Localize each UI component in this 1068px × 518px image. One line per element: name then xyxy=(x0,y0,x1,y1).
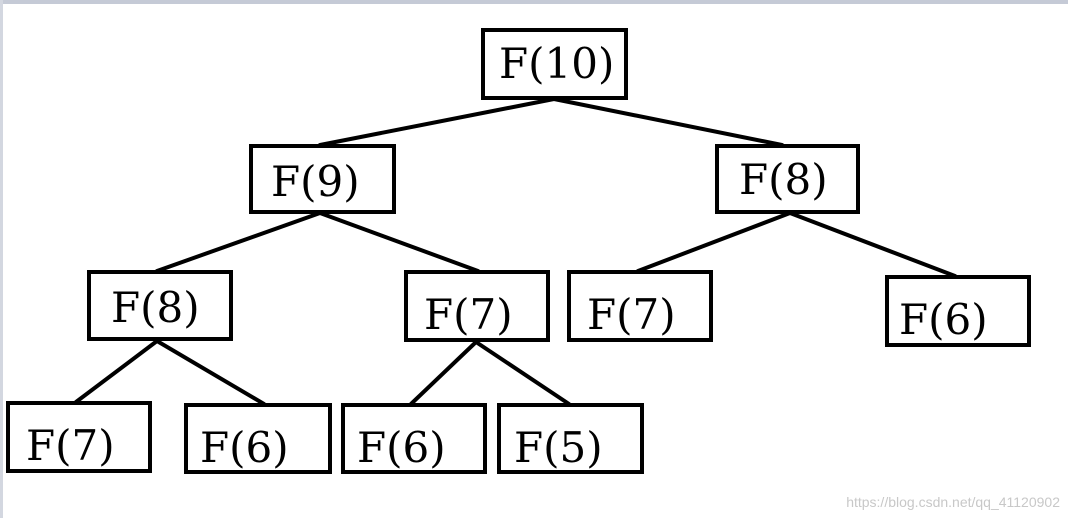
edge-f8b-f7c xyxy=(74,339,159,404)
edge-f7a-f6c xyxy=(409,340,478,406)
node-f5-bottom-label: F(5) xyxy=(514,423,603,472)
edge-f8a-f6a xyxy=(788,211,957,278)
node-f10-label: F(10) xyxy=(499,39,615,88)
node-f8-right: F(8) xyxy=(715,144,860,214)
node-f9-label: F(9) xyxy=(271,157,360,206)
node-f7-mid-label: F(7) xyxy=(424,290,513,339)
node-f7-right-label: F(7) xyxy=(587,290,676,339)
watermark-url: https://blog.csdn.net/qq_41120902 xyxy=(846,494,1060,510)
node-f6-bottom-1-label: F(6) xyxy=(200,423,289,472)
node-f5-bottom: F(5) xyxy=(497,403,644,474)
node-f8-left-label: F(8) xyxy=(111,283,200,332)
node-f6-bottom-2-label: F(6) xyxy=(357,423,446,472)
window-top-border xyxy=(0,0,1068,4)
window-left-border xyxy=(0,0,3,518)
edge-f10-f8a xyxy=(552,97,784,147)
node-f8-left: F(8) xyxy=(87,270,233,341)
node-f6-right-label: F(6) xyxy=(899,295,988,344)
node-f8-right-label: F(8) xyxy=(739,155,828,204)
edge-f7a-f5 xyxy=(474,340,571,406)
node-f7-bottom-label: F(7) xyxy=(26,421,115,470)
edge-f10-f9 xyxy=(318,97,556,147)
node-f10: F(10) xyxy=(481,28,628,100)
edge-f9-f8b xyxy=(155,211,322,273)
node-f6-right: F(6) xyxy=(885,275,1031,347)
edge-f8b-f6b xyxy=(155,339,266,406)
node-f7-right: F(7) xyxy=(567,270,713,342)
edge-f9-f7a xyxy=(318,211,480,273)
node-f7-bottom: F(7) xyxy=(6,401,152,473)
node-f6-bottom-2: F(6) xyxy=(341,403,487,474)
node-f7-mid: F(7) xyxy=(404,270,550,342)
node-f6-bottom-1: F(6) xyxy=(184,403,332,474)
edge-f8a-f7b xyxy=(636,211,792,273)
node-f9: F(9) xyxy=(249,144,396,214)
